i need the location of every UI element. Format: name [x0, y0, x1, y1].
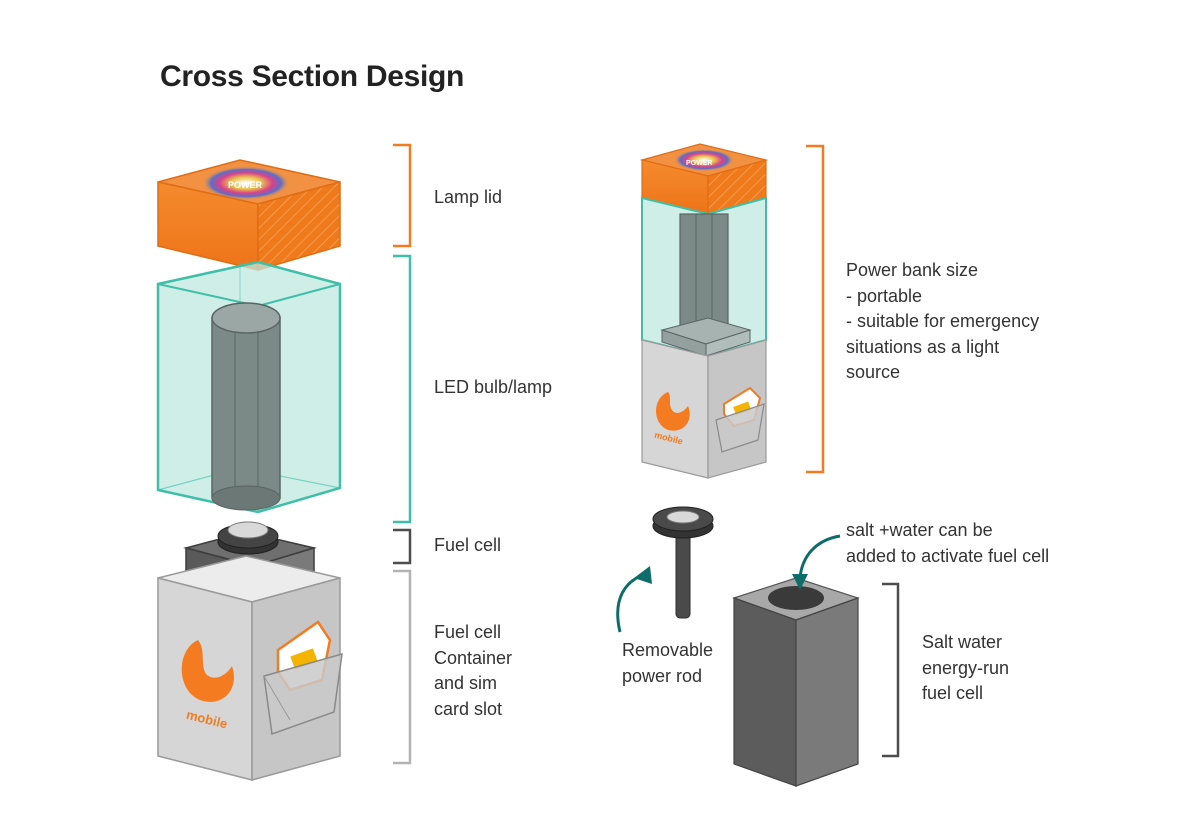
salt-water-fuel-cell	[732, 577, 860, 787]
label-line: and sim	[434, 673, 498, 693]
label-line: source	[846, 362, 901, 382]
label-fuel-cell-container: Fuel cell Container and sim card slot	[434, 620, 512, 722]
led-lamp-box	[156, 260, 342, 514]
curved-arrow-icon	[792, 534, 841, 590]
curved-arrow-icon	[616, 566, 652, 633]
fuel-cell-bracket	[393, 528, 412, 565]
label-line: energy-run	[922, 657, 1010, 678]
power-logo-text: POWER	[228, 180, 263, 190]
label-line: fuel cell	[922, 683, 984, 703]
label-line: salt +water can be	[846, 520, 993, 540]
sim-card-icon	[263, 620, 343, 736]
power-bank-bracket	[806, 144, 825, 474]
label-lamp-lid: Lamp lid	[434, 187, 503, 207]
label-line: card slot	[434, 698, 503, 719]
label-removable-rod: Removable power rod	[622, 638, 713, 689]
mobile-logo-icon	[181, 640, 234, 702]
label-line: Salt water	[922, 632, 1003, 652]
label-line: Container	[434, 647, 513, 668]
container-bracket	[393, 569, 412, 765]
assembled-lamp	[639, 143, 769, 479]
label-line: Power bank size	[846, 260, 979, 280]
label-led-bulb: LED bulb/lamp	[434, 377, 553, 397]
led-bracket	[393, 254, 412, 524]
label-salt-water-cell: Salt water energy-run fuel cell	[922, 630, 1009, 707]
label-line: power rod	[622, 665, 703, 686]
label-line: Removable	[622, 640, 714, 660]
removable-power-rod	[652, 506, 714, 619]
page-title: Cross Section Design	[160, 60, 465, 93]
label-fuel-cell: Fuel cell	[434, 535, 502, 555]
label-line: situations as a light	[846, 336, 1000, 357]
salt-cell-bracket	[882, 582, 900, 758]
label-salt-water-note: salt +water can be added to activate fue…	[846, 518, 1049, 569]
label-line: - suitable for emergency	[846, 311, 1040, 331]
lamp-lid-bracket	[393, 143, 412, 248]
label-line: - portable	[846, 285, 923, 306]
label-line: added to activate fuel cell	[846, 545, 1050, 566]
label-power-bank: Power bank size - portable - suitable fo…	[846, 258, 1039, 386]
power-logo-text-small: POWER	[686, 160, 712, 167]
lamp-lid	[157, 159, 341, 272]
label-line: Fuel cell	[434, 622, 502, 642]
